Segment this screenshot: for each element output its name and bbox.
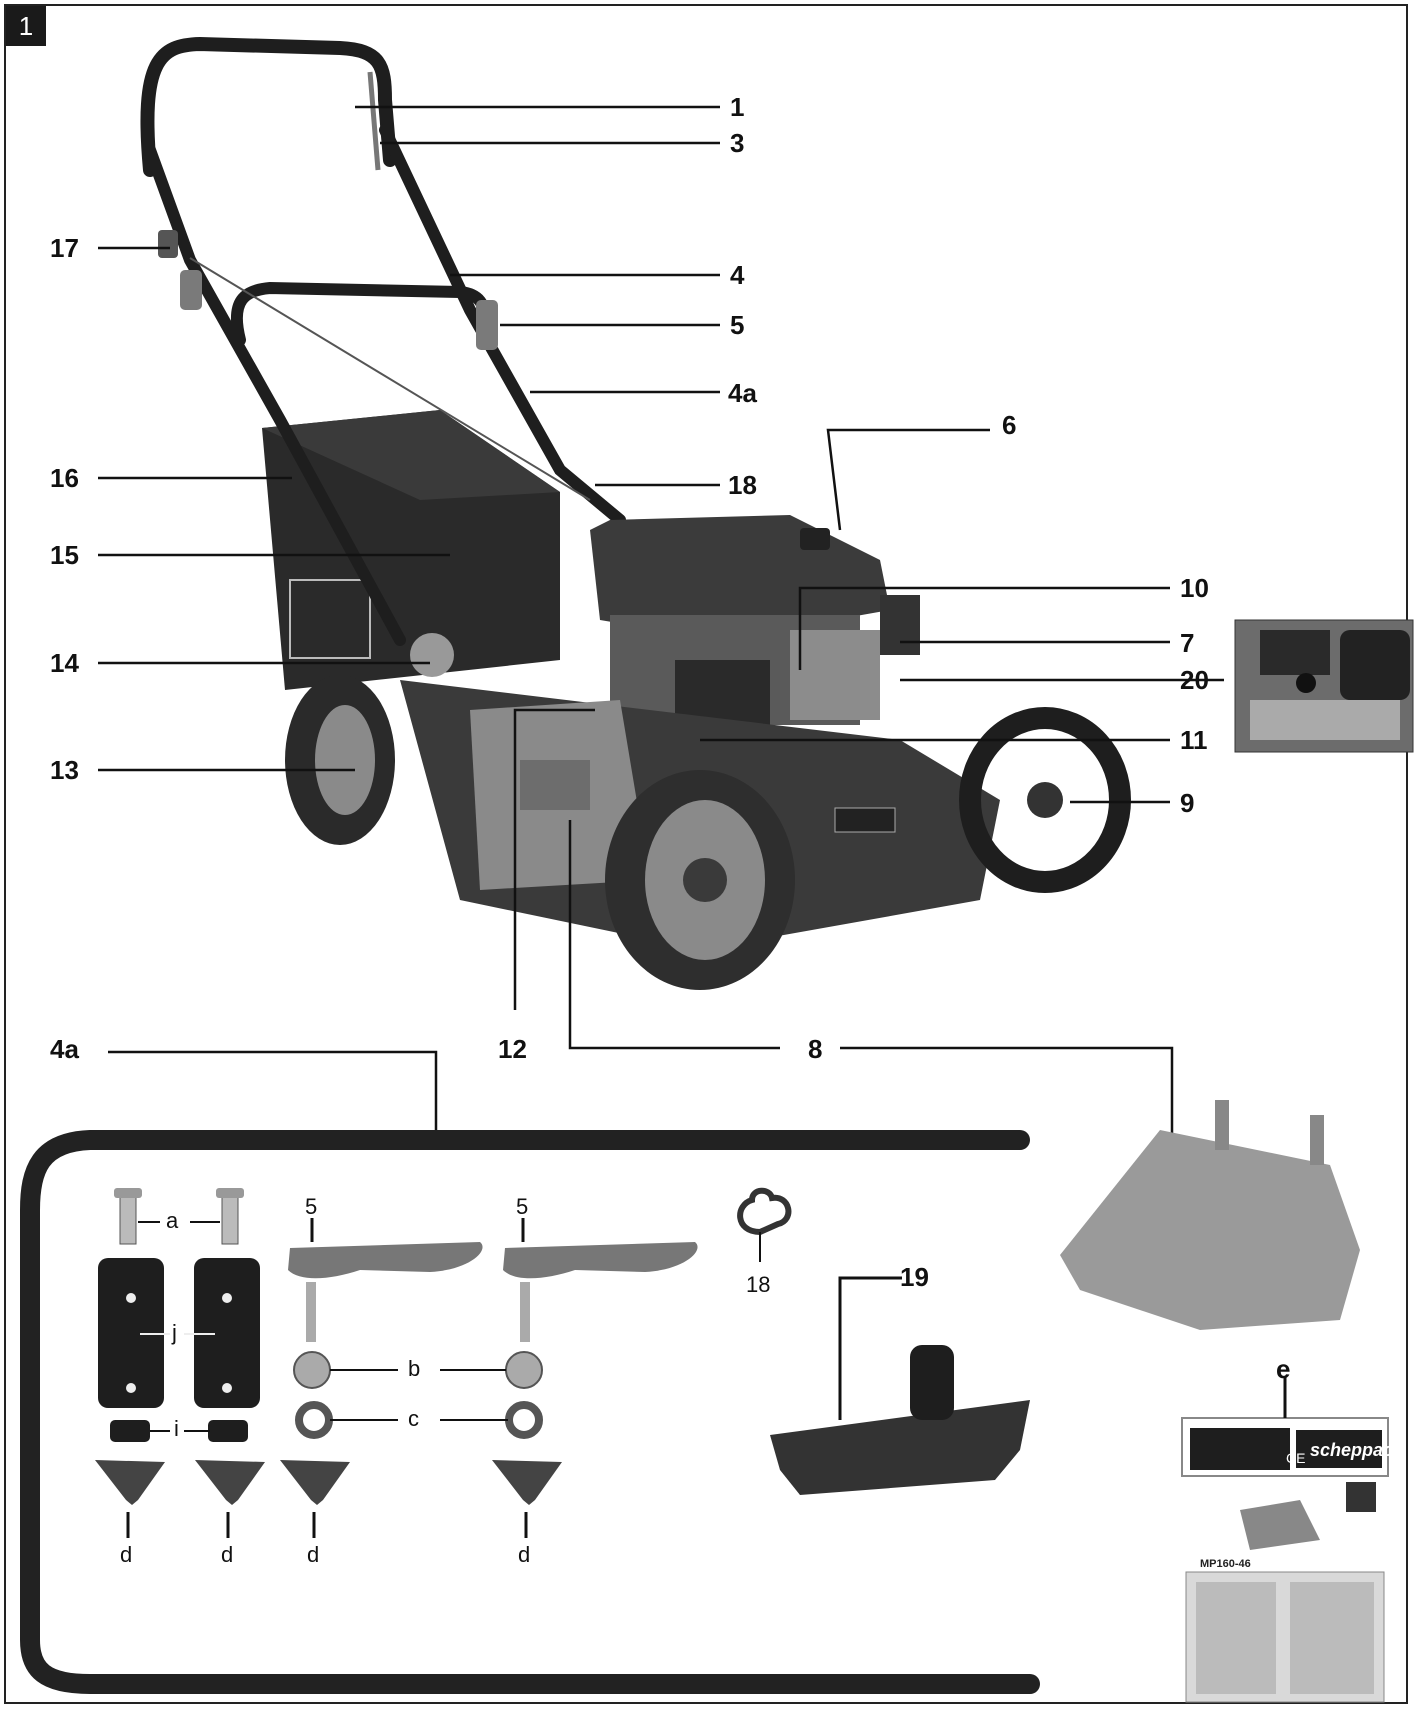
callout-10: 10 [1180, 573, 1209, 603]
big-wheel-center [683, 858, 727, 902]
front-wheel-hub [1027, 782, 1063, 818]
handle-clamp-left [180, 270, 202, 310]
side-discharge-chute [1060, 1130, 1360, 1330]
handle-upper [140, 36, 397, 177]
callout-4a-parts: 4a [50, 1034, 79, 1064]
ring-c-right [505, 1401, 543, 1439]
handle-clamp-right [476, 300, 498, 350]
part-label-d-3: d [307, 1542, 320, 1567]
part-label-d-4: d [518, 1542, 531, 1567]
part-label-b: b [408, 1356, 421, 1381]
ce-mark: CE [1286, 1450, 1305, 1466]
front-cover-slot [520, 760, 590, 810]
figure-number: 1 [6, 6, 46, 46]
handle-bar-right [379, 124, 626, 526]
part-label-18: 18 [746, 1272, 771, 1297]
callout-11: 11 [1180, 725, 1208, 755]
callout-8: 8 [808, 1034, 823, 1064]
part-label-i: i [174, 1416, 179, 1441]
rear-wheel-left-hub [315, 705, 375, 815]
height-adjust-knob [410, 633, 454, 677]
callout-12: 12 [498, 1034, 527, 1064]
star-knob-d2 [195, 1460, 265, 1505]
brake-lever [367, 71, 381, 171]
part-label-a: a [166, 1208, 179, 1233]
callout-4a: 4a [728, 378, 757, 408]
part-label-j: j [172, 1320, 177, 1345]
callout-13: 13 [50, 755, 79, 785]
callout-9: 9 [1180, 788, 1195, 818]
star-knob-d1 [95, 1460, 165, 1505]
bolt-a-left [119, 1191, 137, 1245]
qr-code [1346, 1482, 1376, 1512]
star-knob-d3 [280, 1460, 350, 1505]
manual-booklet [1185, 1500, 1385, 1703]
callout-19: 19 [900, 1262, 929, 1292]
plate-j-right [194, 1258, 260, 1408]
washer-b-left [293, 1351, 331, 1389]
lever-5-right [503, 1242, 698, 1279]
lawn-mower-illustration [140, 36, 1131, 990]
part-label-d-2: d [221, 1542, 234, 1567]
part-label-5-left: 5 [305, 1194, 318, 1219]
deck-badge [834, 807, 896, 833]
callout-1: 1 [730, 92, 745, 122]
muffler [790, 630, 880, 720]
nut-i-left [110, 1420, 150, 1442]
callout-e: e [1276, 1354, 1291, 1384]
front-wheel [959, 707, 1131, 893]
callout-16: 16 [50, 463, 79, 493]
part-label-d-1: d [120, 1542, 133, 1567]
handle-middle [230, 281, 491, 346]
ring-c-left [295, 1401, 333, 1439]
lever-5-left [288, 1242, 483, 1279]
cable [189, 257, 591, 501]
nut-i-right [208, 1420, 248, 1442]
star-knob-d4 [492, 1460, 562, 1505]
bolt-a-left-head [114, 1188, 142, 1198]
callout-3: 3 [730, 128, 745, 158]
cable-clip [737, 1187, 792, 1236]
callout-4: 4 [730, 260, 745, 290]
callout-14: 14 [50, 648, 79, 678]
engine-side-box [880, 595, 920, 655]
model-number: MP160-46 [1200, 1558, 1251, 1570]
fuel-cap [800, 528, 830, 550]
callout-18: 18 [728, 470, 757, 500]
callout-7: 7 [1180, 628, 1195, 658]
callout-17: 17 [50, 233, 79, 263]
part-label-5-right: 5 [516, 1194, 529, 1219]
washer-b-right [505, 1351, 543, 1389]
u-bar [20, 1130, 1040, 1694]
callout-6: 6 [1002, 410, 1017, 440]
grass-bag-top [262, 410, 560, 500]
plate-j-left [98, 1258, 164, 1408]
callout-5: 5 [730, 310, 745, 340]
mulch-plug [770, 1400, 1030, 1495]
inset-photo [1234, 619, 1414, 753]
figure-frame [4, 4, 1408, 1704]
grass-bag-logo-panel [289, 579, 371, 659]
brand-logo-text: scheppach [1310, 1440, 1404, 1460]
callout-20: 20 [1180, 665, 1209, 695]
bolt-a-right-head [216, 1188, 244, 1198]
lever-17 [158, 230, 178, 258]
bolt-a-right [221, 1191, 239, 1245]
parts-section [20, 1100, 1389, 1703]
leader-lines [98, 105, 1224, 1210]
part-label-c: c [408, 1406, 419, 1431]
callout-15: 15 [50, 540, 79, 570]
